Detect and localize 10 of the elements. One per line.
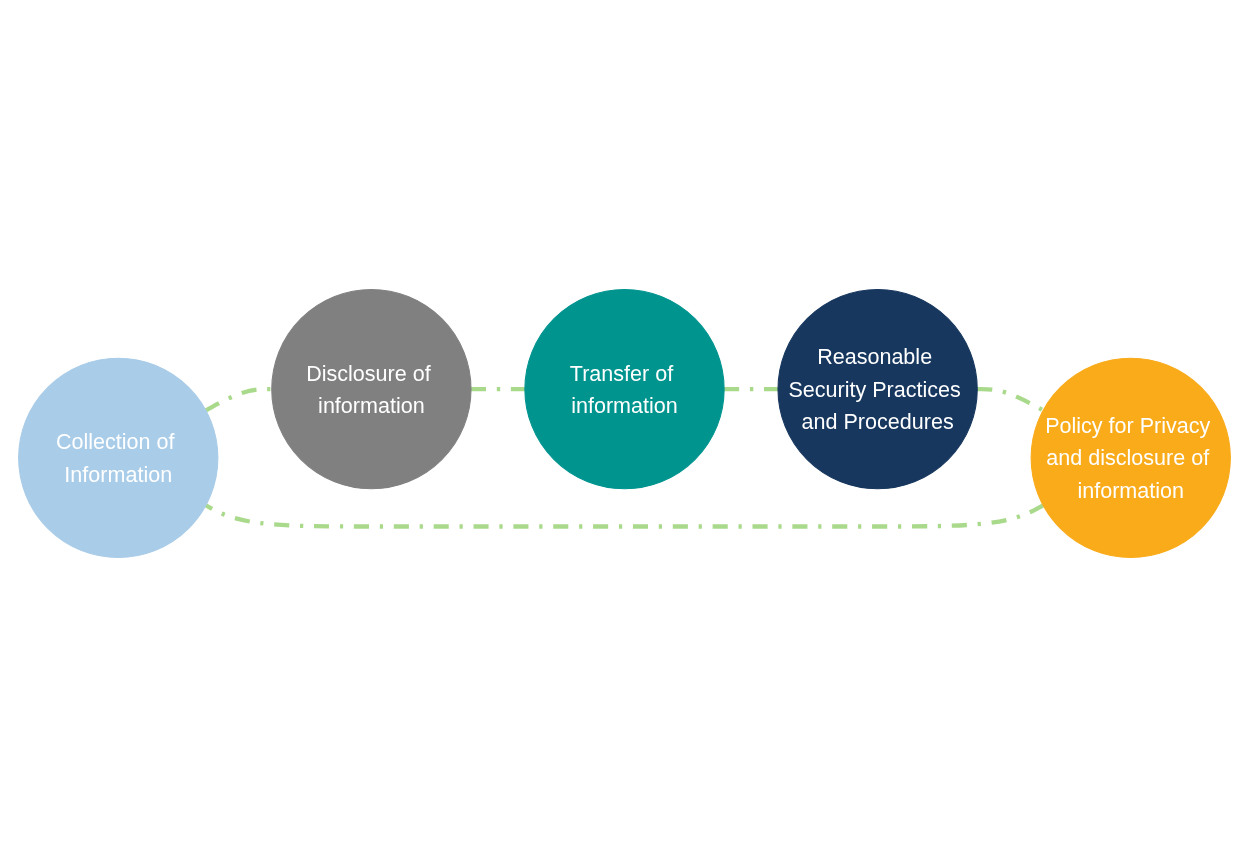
connector <box>204 503 1045 529</box>
connector <box>724 387 778 392</box>
node-circle: Reasonable Security Practices and Procedures <box>777 289 978 490</box>
node-circle: Policy for Privacy and disclosure of information <box>1030 357 1231 558</box>
connector <box>977 387 1045 413</box>
connector <box>471 387 525 392</box>
node-circle: Transfer of information <box>524 289 725 490</box>
node-circle: Collection of Information <box>18 357 219 558</box>
node-circle: Disclosure of information <box>271 289 472 490</box>
connector <box>204 387 272 413</box>
